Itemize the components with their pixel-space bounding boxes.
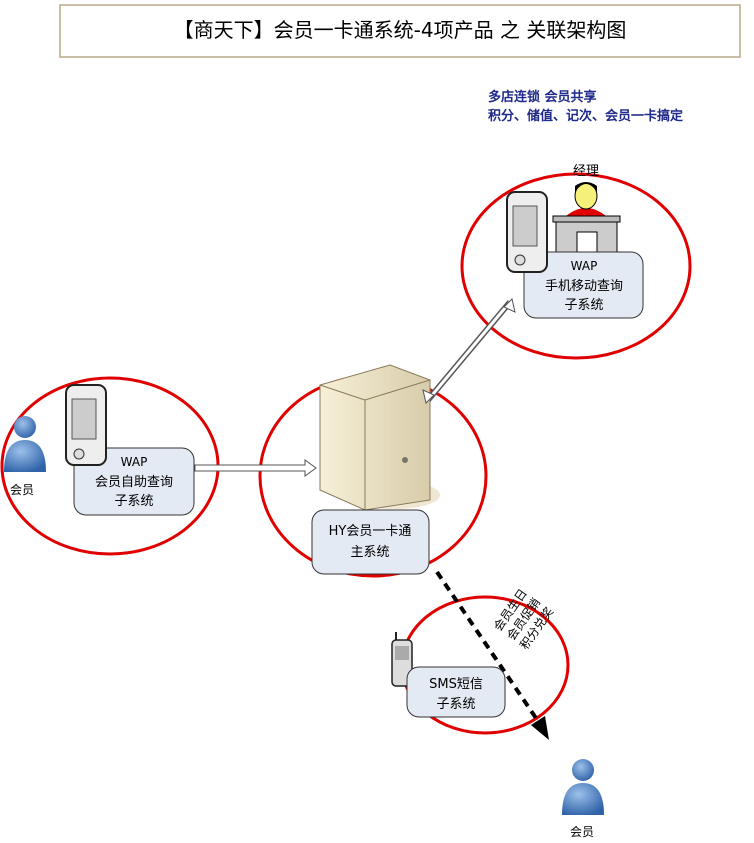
server-icon (319, 364, 440, 511)
svg-text:SMS短信: SMS短信 (429, 677, 483, 692)
pda-icon (65, 384, 107, 466)
ring-manager (460, 172, 692, 360)
tagline-line1: 多店连锁 会员共享 (488, 89, 597, 105)
member-bottom-label: 会员 (570, 825, 594, 839)
svg-text:会员自助查询: 会员自助查询 (95, 475, 173, 490)
manager-label: 经理 (573, 164, 599, 179)
tagline-line2: 积分、储值、记次、会员一卡搞定 (488, 108, 683, 124)
member-icon: 会员 (562, 759, 604, 839)
svg-text:WAP: WAP (121, 455, 148, 469)
svg-text:WAP: WAP (571, 259, 598, 273)
mobile-phone-icon (391, 632, 413, 687)
title-box: 【商天下】会员一卡通系统-4项产品 之 关联架构图 (59, 4, 741, 58)
sms-subsystem-box[interactable]: SMS短信 子系统 (406, 666, 506, 718)
pda-icon (506, 191, 548, 273)
svg-text:子系统: 子系统 (114, 494, 153, 509)
arrow-main-manager (422, 298, 516, 404)
page-title: 【商天下】会员一卡通系统-4项产品 之 关联架构图 (174, 18, 627, 42)
arrow-main-to-member-dashed (435, 570, 549, 740)
wap-mobile-subsystem-box[interactable]: WAP 手机移动查询 子系统 (523, 251, 644, 319)
sms-features-label: 会员生日 会员促销 积分兑奖 (491, 586, 556, 652)
svg-text:主系统: 主系统 (350, 545, 389, 560)
member-left-label: 会员 (10, 483, 34, 497)
wap-self-subsystem-box[interactable]: WAP 会员自助查询 子系统 (73, 447, 195, 516)
main-system-box[interactable]: HY会员一卡通 主系统 (311, 509, 430, 575)
member-icon: 会员 (4, 416, 46, 497)
svg-text:HY会员一卡通: HY会员一卡通 (329, 524, 412, 539)
svg-text:子系统: 子系统 (564, 298, 603, 313)
manager-icon: 经理 (552, 164, 621, 255)
svg-text:子系统: 子系统 (436, 697, 475, 712)
svg-text:手机移动查询: 手机移动查询 (545, 279, 623, 294)
arrow-self-to-main (194, 459, 317, 477)
